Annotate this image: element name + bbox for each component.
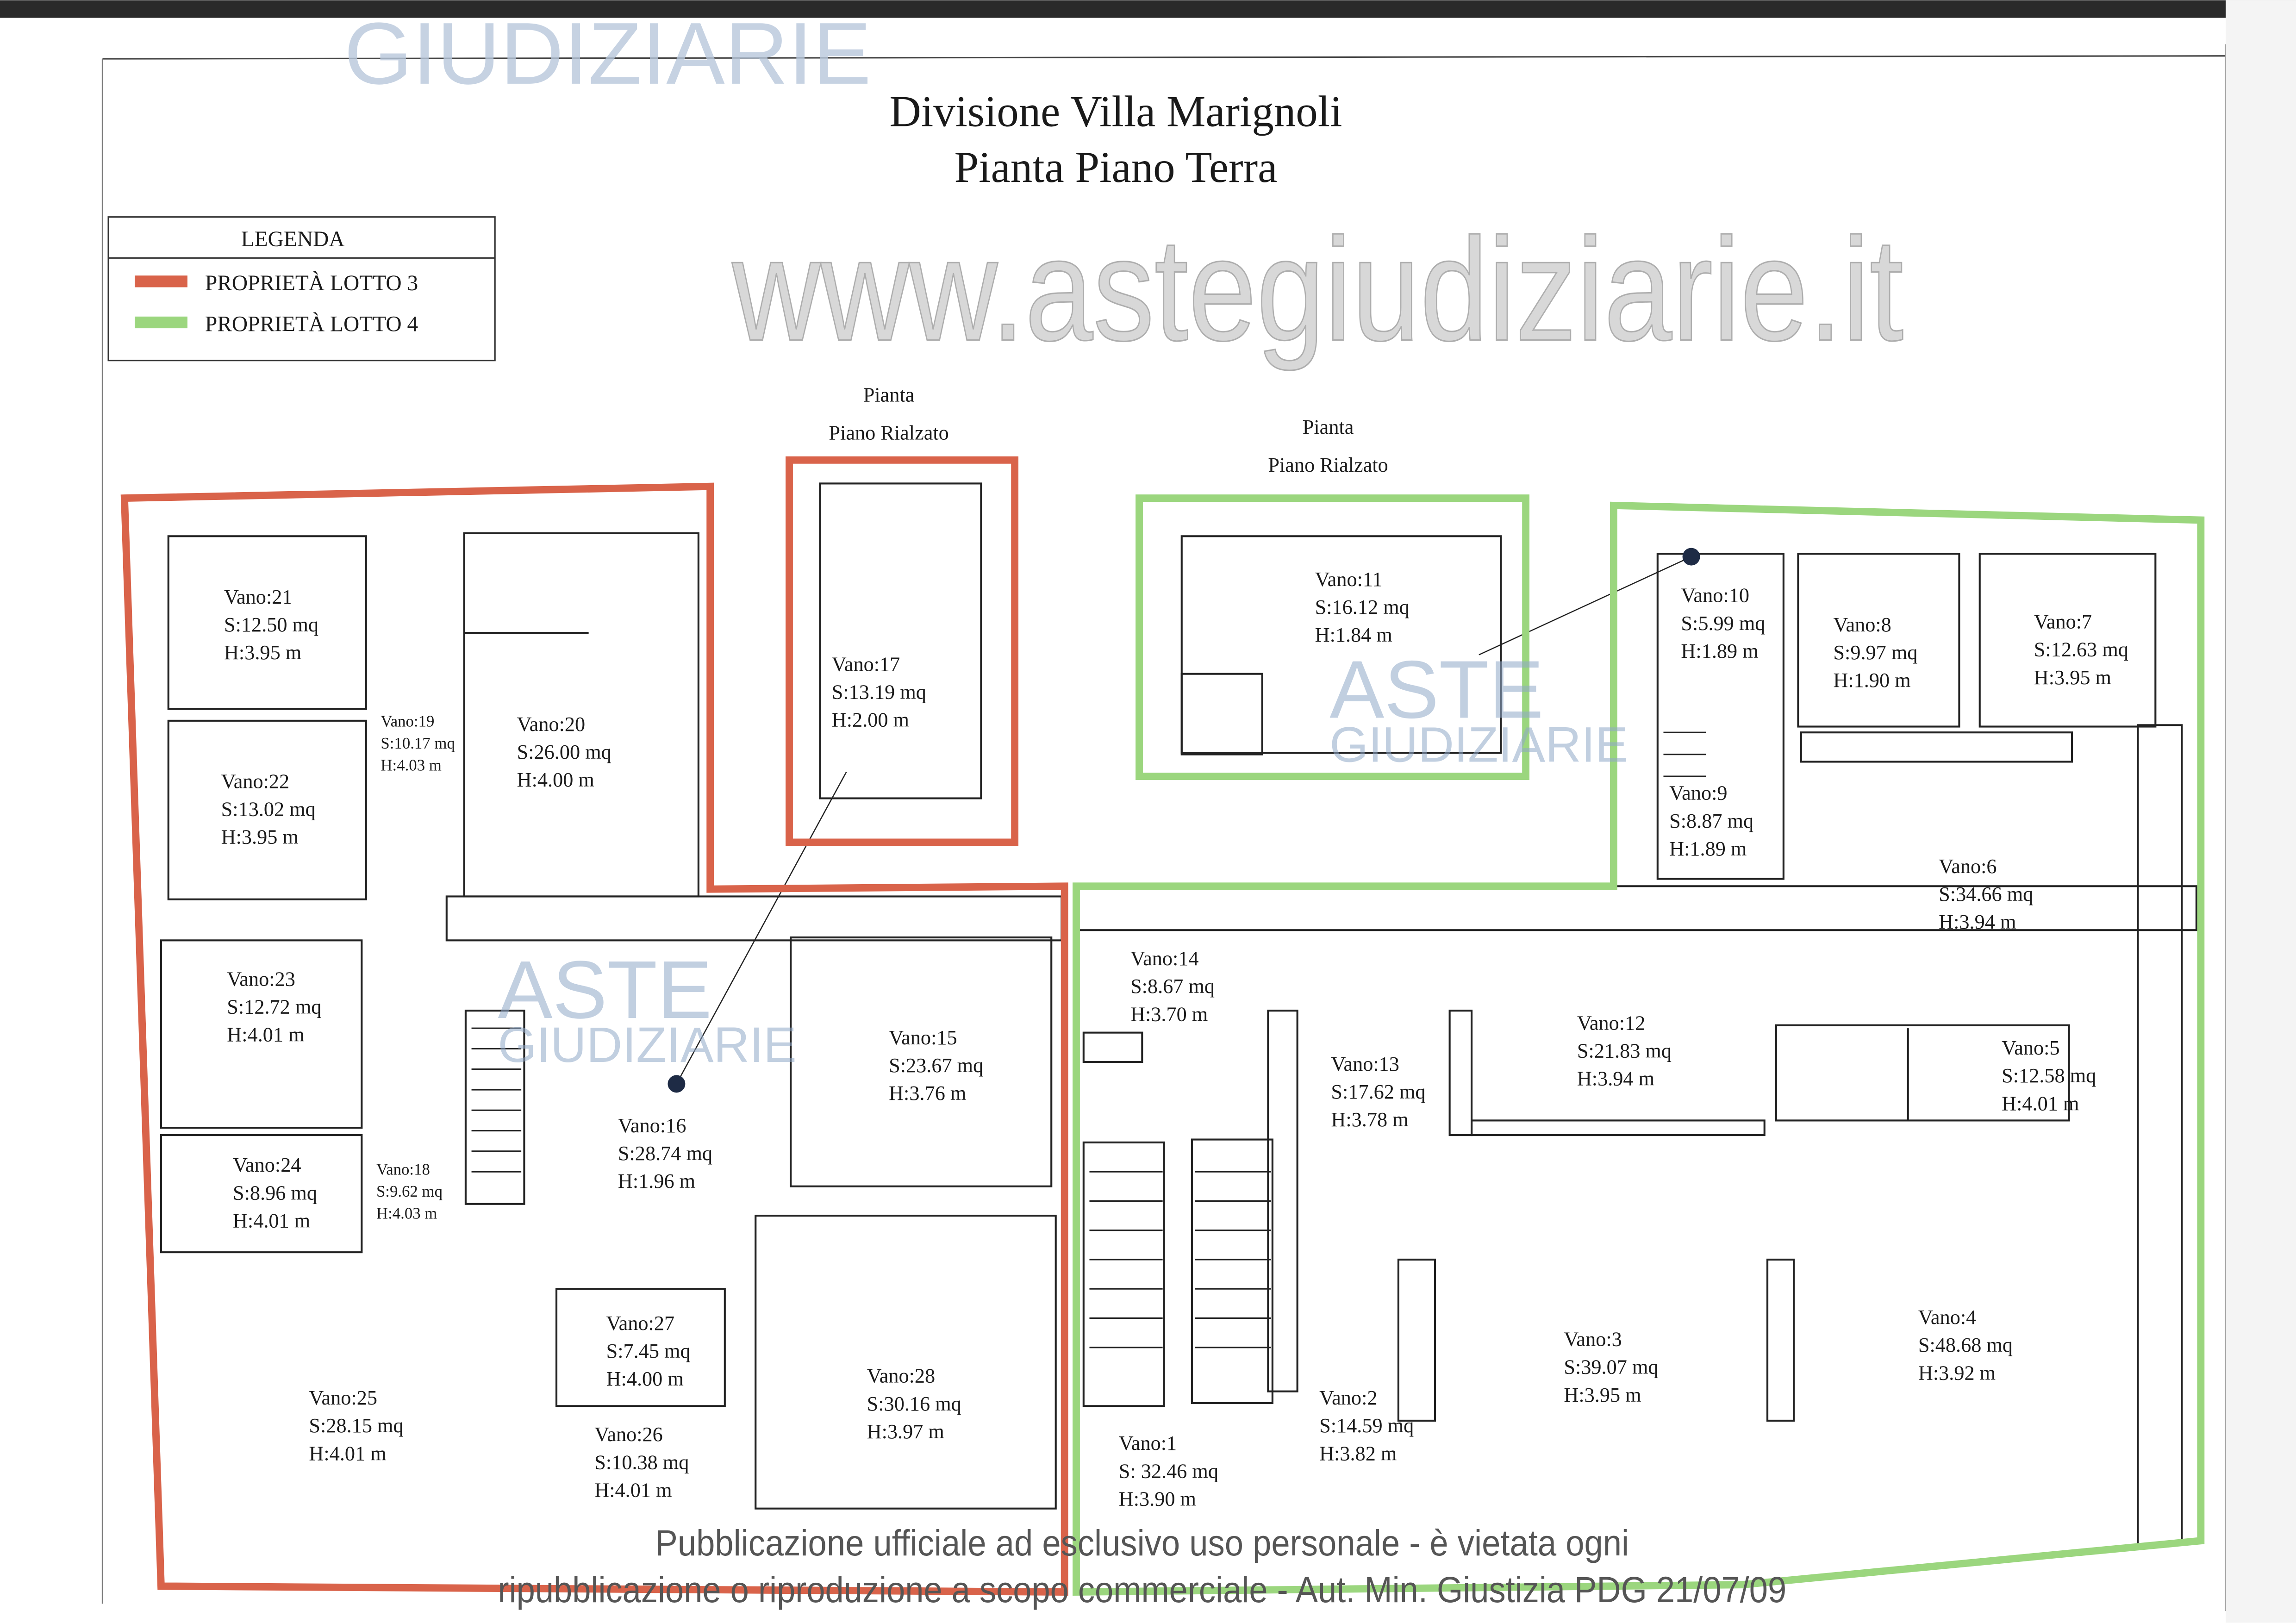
lotto3-rialzato-outline: [786, 456, 1019, 846]
lotto4-rialzato-outline: [1136, 494, 1530, 780]
lotto3-outline: [120, 482, 1068, 1596]
legend-label-lotto3: PROPRIETÀ LOTTO 3: [205, 271, 418, 295]
svg-text:GIUDIZIARIE: GIUDIZIARIE: [1329, 717, 1628, 772]
connector-line-lotto4: [1479, 556, 1692, 655]
marker-dot-lotto4: [1682, 548, 1700, 566]
lotto4-outline: [1073, 501, 2205, 1596]
svg-text:GIUDIZIARIE: GIUDIZIARIE: [498, 1017, 797, 1073]
sublabel-right-line2: Piano Rialzato: [1268, 454, 1388, 476]
sublabel-left-line2: Piano Rialzato: [829, 422, 948, 444]
sublabel-right-line1: Pianta: [1303, 416, 1354, 438]
sublabel-left-line1: Pianta: [863, 383, 915, 406]
watermark-notice-line2: ripubblicazione o riproduzione a scopo c…: [498, 1569, 1787, 1610]
watermark-top: GIUDIZIARIE: [344, 5, 871, 103]
legend-swatch-lotto3: [135, 275, 187, 287]
svg-text:ASTE: ASTE: [498, 944, 712, 1036]
walls: [160, 482, 2197, 1546]
stairs: [471, 731, 1706, 1348]
legend-swatch-lotto4: [135, 316, 187, 329]
svg-text:ASTE: ASTE: [1329, 644, 1544, 736]
legend: LEGENDA PROPRIETÀ LOTTO 3 PROPRIETÀ LOTT…: [107, 216, 496, 362]
plan-title-line2: Pianta Piano Terra: [955, 143, 1278, 192]
legend-heading: LEGENDA: [241, 227, 345, 251]
watermark-url: www.astegiudiziarie.it: [730, 208, 1904, 372]
watermark-notice-line1: Pubblicazione ufficiale ad esclusivo uso…: [655, 1522, 1629, 1563]
scan-top-edge: [0, 0, 2296, 18]
legend-label-lotto4: PROPRIETÀ LOTTO 4: [205, 312, 418, 336]
plan-title-line1: Divisione Villa Marignoli: [889, 87, 1342, 136]
aste-watermark-1: ASTE GIUDIZIARIE: [498, 944, 797, 1073]
aste-watermark-2: ASTE GIUDIZIARIE: [1329, 644, 1628, 773]
connector-line-lotto3: [676, 771, 847, 1084]
marker-dot-lotto3: [668, 1075, 686, 1093]
